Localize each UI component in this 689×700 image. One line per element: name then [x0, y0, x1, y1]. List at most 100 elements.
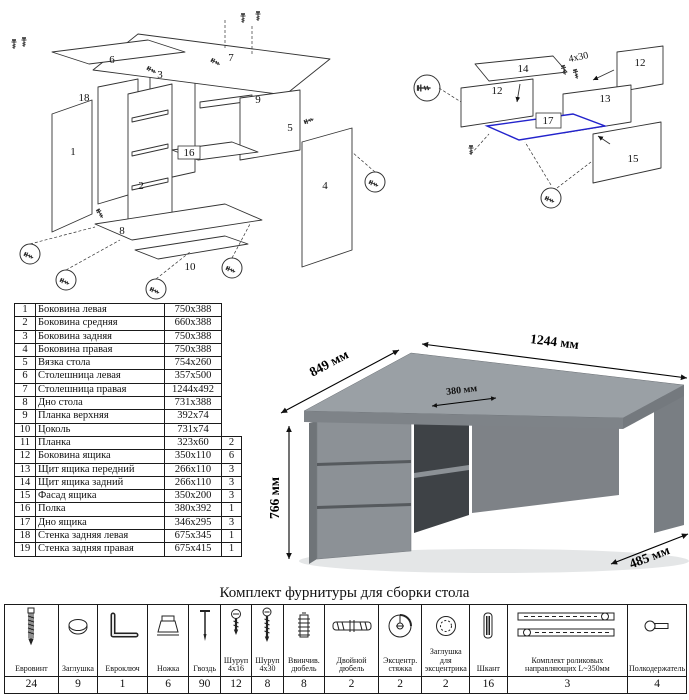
- shelf-pin-icon: [628, 605, 686, 647]
- hardware-item-foot: Ножка 6: [147, 605, 190, 693]
- part-callout: 13: [600, 93, 612, 105]
- part-size: 380x392: [164, 502, 222, 517]
- panel-tie: [239, 89, 301, 161]
- part-size: 750x388: [164, 302, 222, 318]
- part-number: 1: [14, 302, 36, 318]
- nail-icon: [189, 605, 219, 647]
- part-number: 3: [14, 329, 36, 344]
- hardware-item-label: Эксцентр. стяжка: [383, 655, 418, 673]
- table-row: 18 Стенка задняя левая 675x345 1: [14, 529, 242, 544]
- part-callout: 9: [255, 94, 261, 106]
- part-number: 16: [14, 502, 36, 517]
- table-row: 7 Столешница правая 1244x492: [14, 382, 222, 398]
- hardware-item-label: Заглушка для эксцентрика: [424, 647, 467, 673]
- cam-cap-icon: [422, 605, 469, 647]
- cubby-shelf: [414, 465, 469, 478]
- part-number: 8: [14, 396, 36, 411]
- table-row: 4 Боковина правая 750x388: [14, 342, 222, 358]
- hardware-item-qty: 6: [147, 675, 189, 693]
- part-callout: 8: [119, 225, 125, 237]
- panel-desktop-left: [51, 39, 186, 65]
- screw-icon: [571, 68, 581, 81]
- hardware-item-hexkey: Евроключ 1: [98, 605, 148, 693]
- parts-table-drawers: 11 Планка 323x60 2 12 Боковина ящика 350…: [14, 435, 242, 557]
- part-size: 731x388: [164, 396, 222, 411]
- hardware-item-qty: 2: [325, 675, 378, 693]
- table-row: 9 Планка верхняя 392x74: [14, 409, 222, 424]
- hardware-item-qty: 8: [283, 675, 325, 693]
- part-name: Фасад ящика: [35, 489, 165, 504]
- panel-plinth: [134, 235, 249, 260]
- part-name: Щит ящика передний: [35, 462, 165, 477]
- part-name: Боковина правая: [35, 342, 165, 358]
- dim-label-380: 380 мм: [446, 383, 478, 398]
- exploded-view-drawer-diagram: 14 12 12 13 17 15 4x30: [413, 45, 664, 252]
- screw-icon: [10, 39, 18, 50]
- hardware-item-cam-lock: Эксцентр. стяжка 2: [378, 605, 423, 693]
- hardware-item-label: Ввинчив. дюбель: [288, 655, 320, 673]
- part-name: Планка: [35, 435, 165, 451]
- part-size: 750x388: [164, 342, 222, 358]
- dim-label-766: 766 мм: [267, 477, 282, 519]
- screw-detail-circle: [541, 188, 561, 208]
- part-number: 19: [14, 542, 36, 557]
- double-dowel-icon: [325, 605, 378, 647]
- part-number: 18: [14, 529, 36, 544]
- screw-detail-circle: [222, 258, 242, 278]
- part-name: Столешница правая: [35, 382, 165, 398]
- part-name: Полка: [35, 502, 165, 517]
- hardware-item-qty: 2: [422, 675, 470, 693]
- part-callout: 16: [184, 147, 196, 159]
- screw-detail-circle: [365, 172, 385, 192]
- part-callout: 6: [109, 54, 115, 66]
- table-row: 8 Дно стола 731x388: [14, 396, 222, 411]
- hardware-item-label: Полкодержатель: [629, 664, 686, 673]
- drawer-panels: [460, 45, 664, 184]
- panel-left-side: [51, 99, 93, 233]
- part-quantity: 3: [221, 515, 242, 531]
- part-callout: 4: [322, 180, 328, 192]
- table-row: 6 Столешница левая 357x500: [14, 369, 222, 384]
- drawer-fasteners: [413, 64, 581, 208]
- part-name: Дно ящика: [35, 515, 165, 531]
- part-number: 15: [14, 489, 36, 504]
- hardware-item-wood-dowel: Шкант 16: [470, 605, 508, 693]
- part-size: 392x74: [164, 409, 222, 424]
- hardware-item-cap: Заглушка 9: [58, 605, 99, 693]
- part-name: Планка верхняя: [35, 409, 165, 424]
- panel-bottom: [94, 203, 263, 241]
- hardware-item-label: Двойной дюбель: [336, 655, 367, 673]
- table-row: 1 Боковина левая 750x388: [14, 302, 222, 318]
- part-size: 266x110: [164, 462, 222, 477]
- confirmat-screw-icon: [416, 83, 432, 93]
- drawer-back-panel: [474, 55, 568, 82]
- parts-list: 1 Боковина левая 750x388 2 Боковина сред…: [14, 302, 242, 557]
- desktop-right-edge: [623, 385, 684, 429]
- part-number: 2: [14, 316, 36, 331]
- part-callout: 5: [287, 122, 293, 134]
- part-size: 750x388: [164, 329, 222, 344]
- dim-label-849: 849 мм: [307, 347, 351, 380]
- insertion-arrows: [515, 69, 615, 145]
- screw-detail-circle: [146, 279, 166, 299]
- assembly-leader-lines: [29, 20, 376, 280]
- right-side-leg: [654, 393, 684, 533]
- part-callout: 15: [628, 153, 640, 165]
- hardware-item-label: Шкант: [476, 664, 500, 673]
- part-size: 266x110: [164, 475, 222, 491]
- hardware-item-qty: 8: [252, 675, 283, 693]
- drawer-slides-icon: [508, 605, 628, 647]
- hardware-item-qty: 16: [470, 675, 507, 693]
- part-size: 731x74: [164, 422, 222, 437]
- part-callout: 17: [543, 115, 555, 127]
- part-size: 323x60: [164, 435, 222, 451]
- part-number: 4: [14, 342, 36, 358]
- part-callout: 14: [518, 63, 530, 75]
- hardware-item-screw-4x30: Шуруп 4x30 8: [252, 605, 284, 693]
- table-row: 10 Цоколь 731x74: [14, 422, 222, 437]
- drawer-gap: [317, 460, 411, 466]
- screw-4x30-icon: [252, 605, 282, 647]
- part-quantity: 3: [221, 475, 242, 491]
- hardware-item-label: Шуруп 4x30: [255, 655, 280, 673]
- hardware-item-euroscrew: Евровинт 24: [5, 605, 59, 693]
